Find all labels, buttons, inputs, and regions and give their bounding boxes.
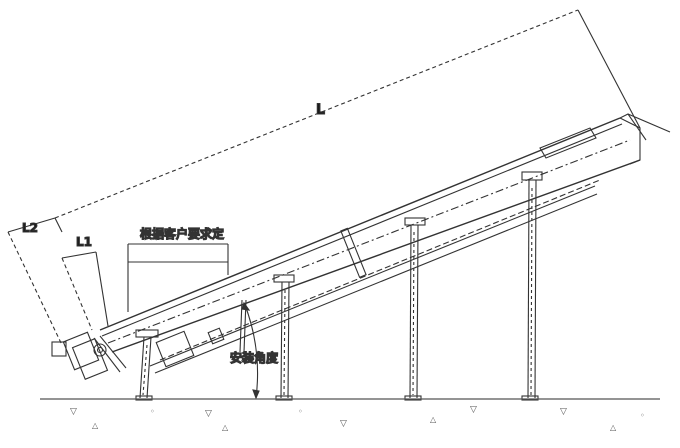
customer-height-bracket: 根据客户要求定 (127, 225, 229, 312)
dimension-L1: L1 (61, 234, 109, 331)
dimension-L1-label: L1 (76, 235, 92, 249)
svg-text:◦: ◦ (150, 407, 155, 416)
support-leg-4 (521, 171, 543, 401)
installation-angle: 安装角度 (229, 301, 280, 400)
svg-text:◦: ◦ (640, 411, 645, 420)
support-leg-3 (404, 217, 426, 401)
dimension-L-label: L (316, 102, 325, 118)
customer-requirement-note: 根据客户要求定 (140, 226, 224, 241)
svg-text:△: △ (430, 415, 437, 424)
svg-text:▽: ▽ (205, 409, 212, 419)
svg-text:△: △ (222, 423, 229, 432)
svg-text:△: △ (92, 421, 99, 430)
conveyor-trough (99, 113, 671, 374)
support-leg-1 (135, 329, 159, 401)
support-legs (135, 171, 543, 401)
svg-text:▽: ▽ (340, 419, 347, 429)
dimension-L2-label: L2 (22, 221, 38, 235)
svg-text:△: △ (610, 423, 617, 432)
svg-text:◦: ◦ (298, 407, 303, 416)
installation-angle-label: 安装角度 (230, 350, 279, 365)
ground: ▽ △ ◦ ▽ △ ◦ ▽ △ ▽ ▽ △ ◦ (40, 398, 660, 432)
svg-text:▽: ▽ (470, 405, 477, 415)
svg-text:▽: ▽ (560, 407, 567, 417)
svg-text:▽: ▽ (70, 407, 77, 417)
dimension-L: L (54, 9, 641, 233)
support-leg-2 (273, 274, 295, 401)
dimension-L2: L2 (7, 217, 63, 346)
